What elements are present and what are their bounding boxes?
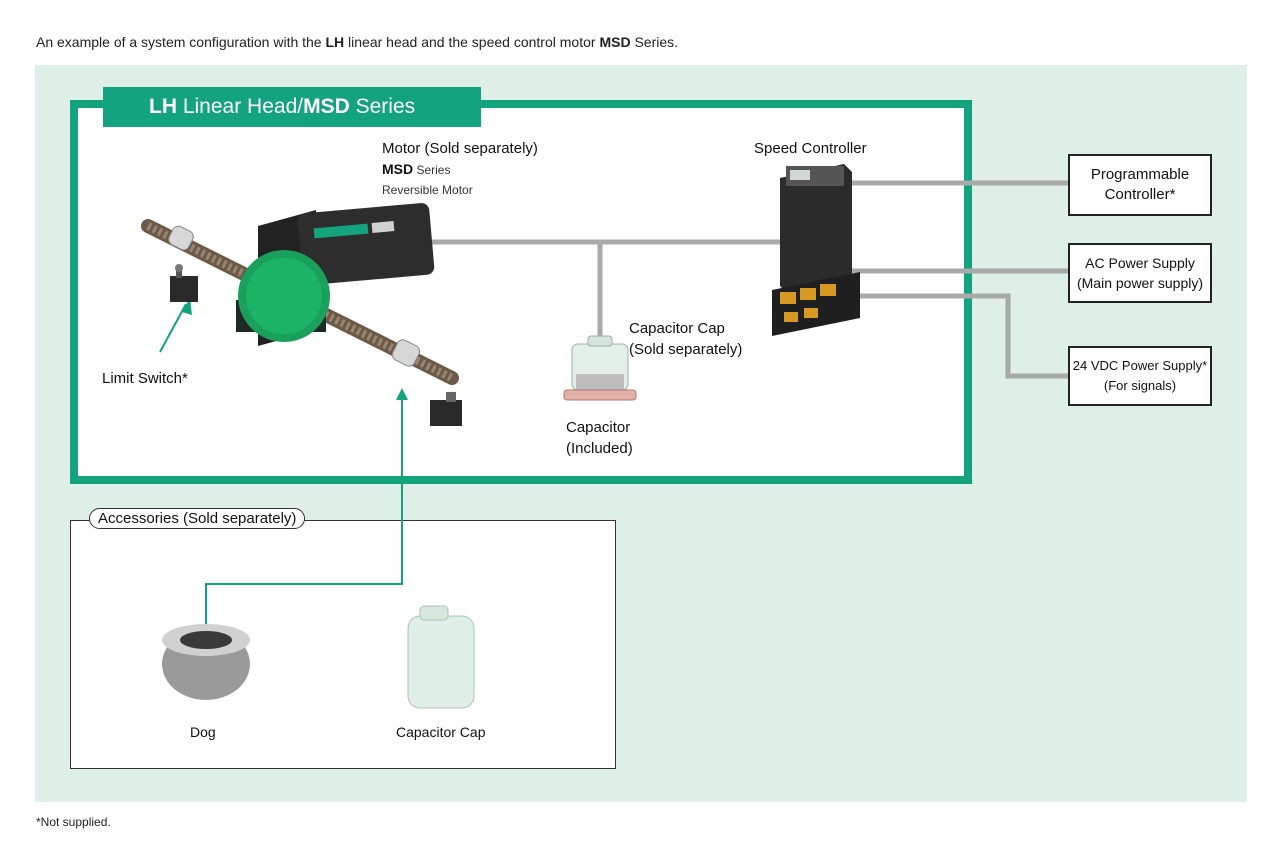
ac-power-supply-box: AC Power Supply (Main power supply) <box>1068 243 1212 303</box>
capacitor-line1: Capacitor <box>566 419 631 436</box>
programmable-controller-box: Programmable Controller* <box>1068 154 1212 216</box>
plc-line2: Controller* <box>1104 186 1176 203</box>
title-suffix: Series <box>349 95 416 118</box>
capacitor-cap-line2: (Sold separately) <box>629 341 743 358</box>
motor-series-rest: Series <box>413 163 451 177</box>
dog-icon <box>162 624 250 700</box>
intro-suffix: Series. <box>630 34 679 50</box>
motor-label-line1: Motor (Sold separately) <box>382 140 538 157</box>
arrow-pointer-icon <box>182 298 192 315</box>
capacitor-label: Capacitor (Included) <box>566 417 633 459</box>
capacitor-icon <box>563 335 637 401</box>
dog-label: Dog <box>190 724 216 740</box>
accessories-label: Accessories (Sold separately) <box>89 508 306 529</box>
dc-line1: 24 VDC Power Supply* <box>1072 358 1208 373</box>
capacitor-cap-line1: Capacitor Cap <box>629 320 725 337</box>
motor-icon <box>236 203 435 346</box>
plc-line1: Programmable <box>1090 166 1190 183</box>
ac-line1: AC Power Supply <box>1085 255 1195 271</box>
intro-prefix: An example of a system configuration wit… <box>36 34 326 50</box>
dc-power-supply-box: 24 VDC Power Supply* (For signals) <box>1068 346 1212 406</box>
footnote: *Not supplied. <box>36 815 111 829</box>
dc-cable <box>852 293 1068 379</box>
title-msd: MSD <box>303 95 350 118</box>
capacitor-cap-icon <box>407 605 475 709</box>
limit-switch-pointer <box>159 303 187 353</box>
capacitor-line2: (Included) <box>566 440 633 457</box>
accessories-box <box>70 520 616 769</box>
capacitor-cap-label: Capacitor Cap (Sold separately) <box>629 318 742 360</box>
accessory-capacitor-cap-label: Capacitor Cap <box>396 724 486 740</box>
arrow-up-icon <box>396 388 408 400</box>
ac-line2: (Main power supply) <box>1076 275 1204 291</box>
dog-pointer-line <box>205 398 403 625</box>
limit-switch-icon-2 <box>430 392 462 426</box>
dc-line2: (For signals) <box>1103 378 1177 393</box>
title-mid: Linear Head/ <box>177 95 304 118</box>
title-lh: LH <box>149 95 177 118</box>
cables <box>432 180 1068 379</box>
limit-switch-label: Limit Switch* <box>102 370 188 387</box>
speed-controller-label: Speed Controller <box>754 140 867 157</box>
intro-lh: LH <box>325 34 345 50</box>
motor-series-bold: MSD <box>382 161 414 177</box>
motor-label: Motor (Sold separately) MSD Series Rever… <box>382 138 538 200</box>
intro-middle: linear head and the speed control motor <box>344 34 600 50</box>
intro-text: An example of a system configuration wit… <box>36 34 678 50</box>
motor-series-line: MSD Series <box>382 159 538 180</box>
speed-controller-icon <box>772 164 860 336</box>
title-tab: LH Linear Head/MSD Series <box>103 87 481 127</box>
limit-switch-icon <box>170 264 198 302</box>
intro-msd: MSD <box>599 34 631 50</box>
motor-label-line3: Reversible Motor <box>382 183 473 197</box>
